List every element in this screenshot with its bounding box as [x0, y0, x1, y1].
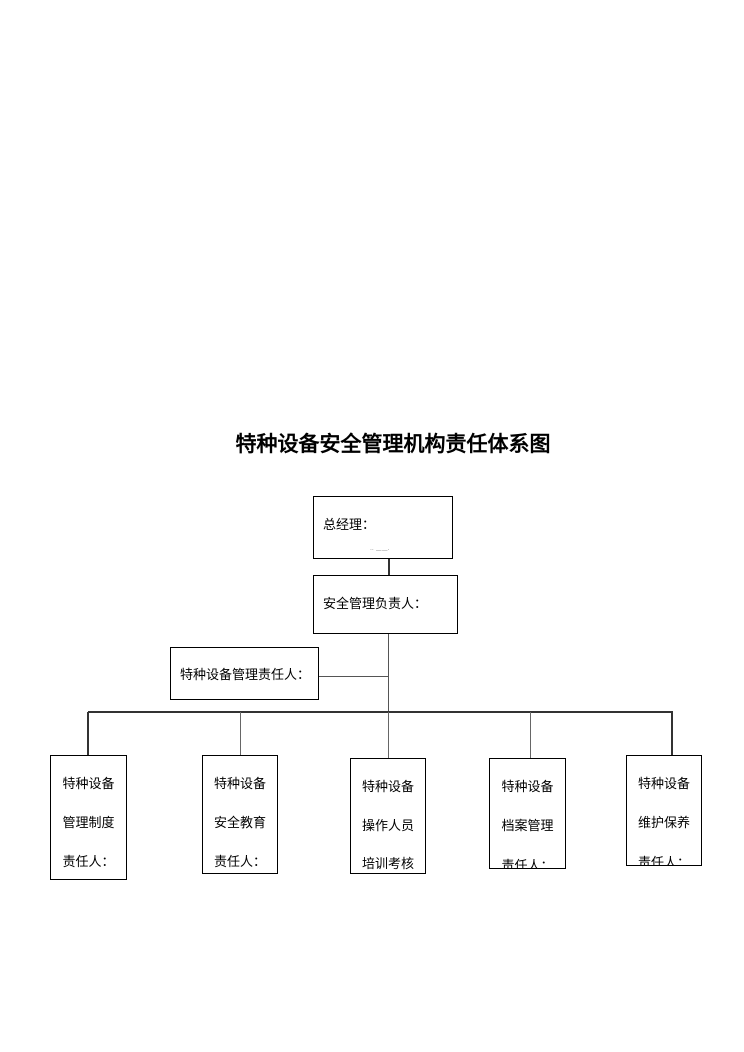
department-box: 特种设备 维护保养 责任人： [626, 755, 702, 866]
connector-line [671, 712, 673, 755]
connector-line [87, 712, 89, 755]
department-line: 操作人员 [361, 819, 414, 834]
department-line: 档案管理 [501, 819, 554, 834]
connector-line [388, 712, 389, 758]
connector-line [240, 712, 241, 755]
department-line: 安全教育 [213, 816, 266, 831]
department-box: 特种设备 管理制度 责任人： [50, 755, 127, 880]
department-line: 维护保养 [637, 816, 690, 831]
general-manager-label: 总经理： [323, 518, 376, 533]
department-line: 特种设备 [637, 777, 690, 792]
equipment-manager-label: 特种设备管理责任人： [180, 668, 311, 683]
department-line: 特种设备 [62, 777, 115, 792]
department-line: 责任人： [501, 859, 554, 869]
department-box: 特种设备 安全教育 责任人： [202, 755, 278, 874]
general-manager-box: 总经理： ·· ——· [313, 496, 453, 559]
connector-line [388, 559, 390, 575]
department-line: 培训考核 [361, 857, 414, 872]
connector-line [388, 634, 389, 712]
connector-line [319, 676, 389, 677]
department-box: 特种设备 操作人员 培训考核 [350, 758, 426, 874]
department-line: 特种设备 [361, 780, 414, 795]
department-line: 特种设备 [501, 780, 554, 795]
chart-title: 特种设备安全管理机构责任体系图 [235, 432, 551, 456]
horizontal-bus-line [88, 711, 673, 713]
equipment-manager-box: 特种设备管理责任人： [170, 647, 319, 700]
connector-line [530, 712, 531, 758]
department-line: 管理制度 [62, 816, 115, 831]
department-line: 责任人： [637, 856, 690, 866]
safety-manager-label: 安全管理负责人： [323, 597, 428, 612]
department-line: 特种设备 [213, 777, 266, 792]
department-line: 责任人： [213, 855, 266, 870]
department-line: 责任人： [62, 855, 115, 870]
department-box: 特种设备 档案管理 责任人： [489, 758, 566, 869]
general-manager-footnote: ·· ——· [370, 547, 390, 554]
safety-manager-box: 安全管理负责人： [313, 575, 458, 634]
